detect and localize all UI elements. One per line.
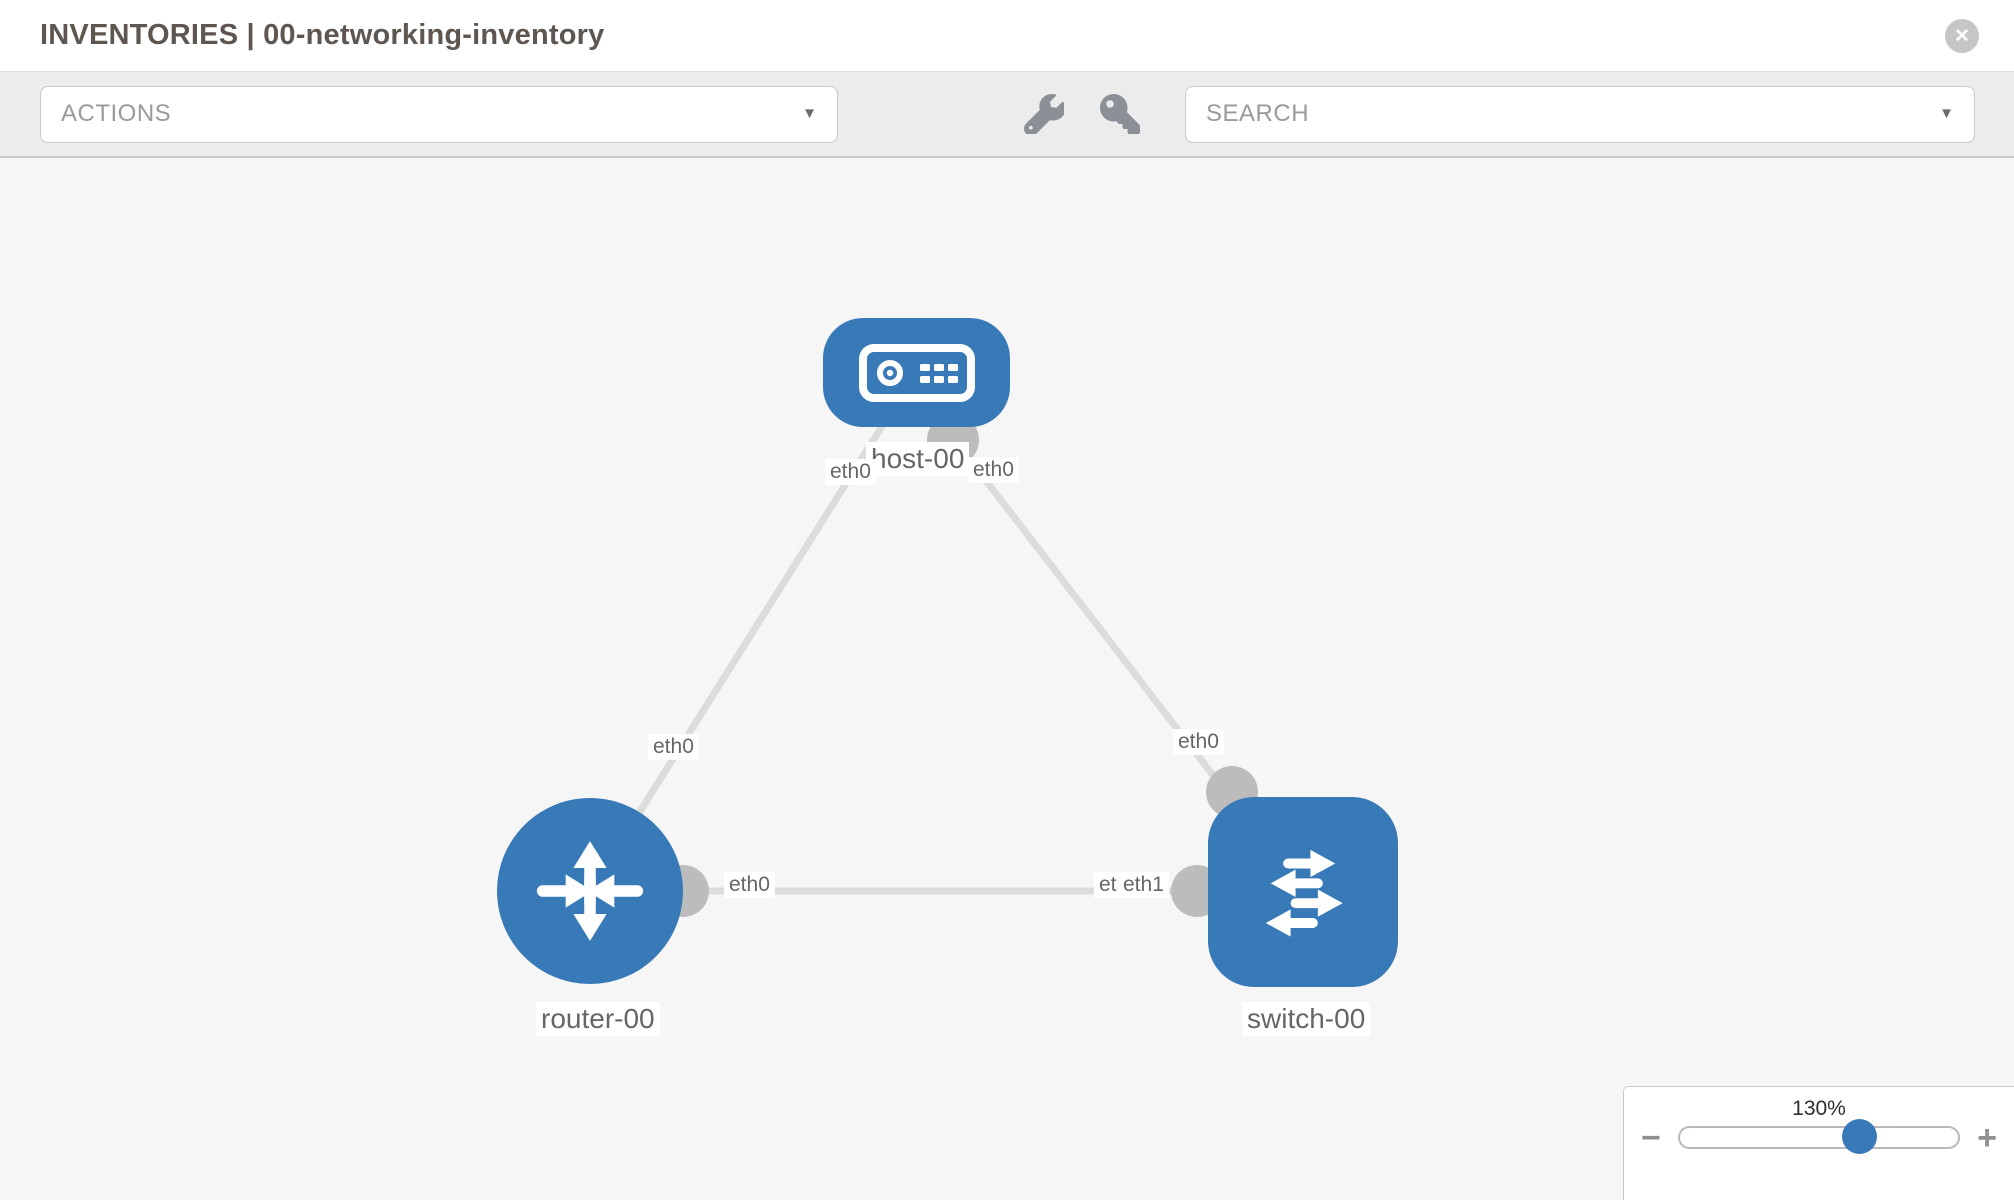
zoom-slider-thumb[interactable] <box>1842 1119 1878 1154</box>
close-x-glyph: ✕ <box>1954 25 1970 47</box>
search-dropdown[interactable]: SEARCH ▼ <box>1185 85 1975 143</box>
node-host-00[interactable] <box>823 318 1010 427</box>
zoom-out-button[interactable]: − <box>1641 1118 1661 1157</box>
port-label-router-eth0: eth0 <box>724 872 775 898</box>
port-label-switch-eth1-front: eth1 <box>1118 872 1169 898</box>
port-label-switch-uplink: eth0 <box>1173 729 1224 755</box>
links-layer <box>587 370 1306 917</box>
topology-canvas[interactable]: host-00 router-00 switch-00 eth0 eth0 et… <box>0 158 2014 1200</box>
zoom-in-button[interactable]: + <box>1977 1118 1997 1157</box>
switch-icon <box>1265 849 1343 937</box>
port-label-host-right: eth0 <box>968 457 1019 483</box>
router-icon <box>536 841 644 941</box>
chevron-down-icon: ▼ <box>1939 104 1954 122</box>
actions-dropdown[interactable]: ACTIONS ▼ <box>40 85 838 143</box>
zoom-control-panel: 130% − + <box>1623 1086 2014 1200</box>
port-label-router-uplink: eth0 <box>648 734 699 760</box>
node-switch-00[interactable] <box>1208 797 1398 987</box>
wrench-icon[interactable] <box>1021 91 1067 137</box>
node-label-router: router-00 <box>536 1002 660 1036</box>
link-host-router[interactable] <box>587 370 919 893</box>
node-label-host: host-00 <box>866 442 970 476</box>
zoom-level-value: 130% <box>1792 1097 1846 1120</box>
node-router-00[interactable] <box>497 798 683 984</box>
zoom-slider-track[interactable] <box>1677 1119 1961 1154</box>
chevron-down-icon: ▼ <box>802 104 817 122</box>
key-icon[interactable] <box>1097 91 1143 137</box>
actions-dropdown-label: ACTIONS <box>61 100 172 127</box>
search-placeholder: SEARCH <box>1206 100 1310 127</box>
page-title: INVENTORIES | 00-networking-inventory <box>40 19 605 51</box>
toolbar: ACTIONS ▼ SEARCH ▼ <box>0 72 2014 158</box>
close-icon[interactable]: ✕ <box>1945 19 1979 53</box>
host-icon <box>858 343 975 402</box>
header-bar: INVENTORIES | 00-networking-inventory ✕ <box>0 0 2014 72</box>
node-label-switch: switch-00 <box>1242 1002 1371 1036</box>
port-label-host-left: eth0 <box>825 459 876 485</box>
